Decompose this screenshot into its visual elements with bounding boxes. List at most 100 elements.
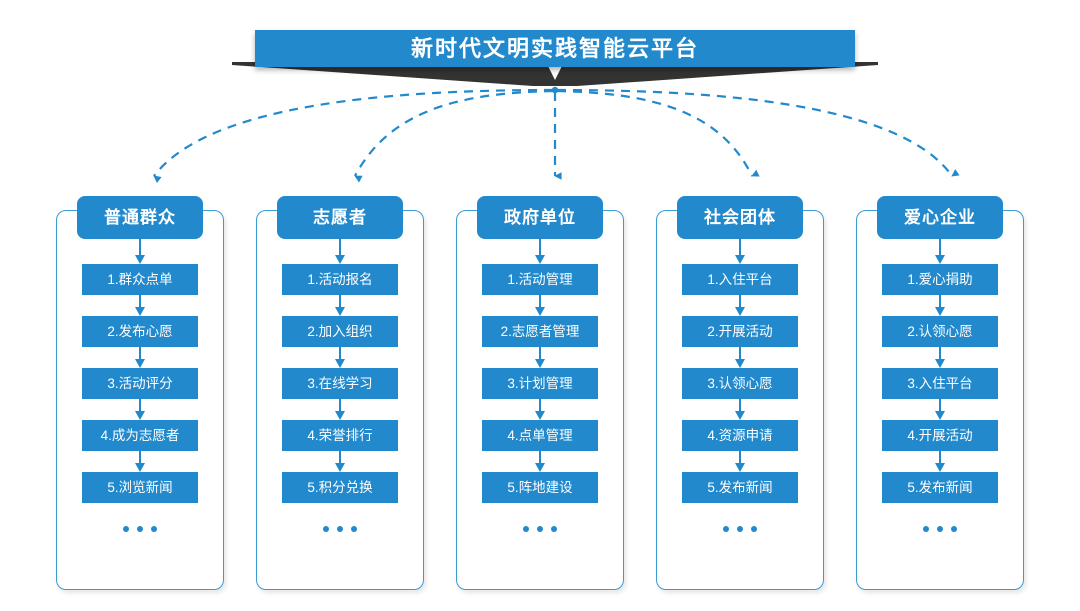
arrow-down-icon xyxy=(935,399,945,420)
step-item-label: 3.入住平台 xyxy=(907,375,973,391)
column-政府单位: 政府单位 1.活动管理 2.志愿者管理 3.计划管理 4.点单管理 xyxy=(456,196,624,590)
connector-to-column-4 xyxy=(556,89,760,177)
arrow-down-icon xyxy=(535,239,545,264)
connector-to-column-2 xyxy=(354,89,554,183)
more-items-ellipsis xyxy=(123,526,157,532)
arrow-down-icon xyxy=(535,295,545,316)
step-item-label: 1.入住平台 xyxy=(707,271,773,287)
arrow-down-icon xyxy=(935,451,945,472)
more-items-ellipsis xyxy=(523,526,557,532)
arrow-down-icon xyxy=(335,399,345,420)
arrow-down-icon xyxy=(535,451,545,472)
step-item[interactable]: 3.认领心愿 xyxy=(682,368,798,399)
page-title: 新时代文明实践智能云平台 xyxy=(410,35,699,61)
step-item[interactable]: 4.资源申请 xyxy=(682,420,798,451)
step-item-label: 5.发布新闻 xyxy=(707,479,773,495)
column-header-1[interactable]: 普通群众 xyxy=(77,196,203,239)
column-爱心企业: 爱心企业 1.爱心捐助 2.认领心愿 3.入住平台 4.开展活动 xyxy=(856,196,1024,590)
arrow-down-icon xyxy=(335,347,345,368)
step-item[interactable]: 1.活动报名 xyxy=(282,264,398,295)
step-item[interactable]: 2.发布心愿 xyxy=(82,316,198,347)
column-header-label: 普通群众 xyxy=(104,208,176,227)
arrow-down-icon xyxy=(735,451,745,472)
step-item-label: 1.群众点单 xyxy=(107,271,173,287)
step-item[interactable]: 4.成为志愿者 xyxy=(82,420,198,451)
step-item-label: 4.开展活动 xyxy=(907,427,973,443)
step-item-label: 5.阵地建设 xyxy=(507,479,573,495)
step-item-label: 2.加入组织 xyxy=(307,323,373,339)
more-items-ellipsis xyxy=(923,526,957,532)
step-item[interactable]: 1.入住平台 xyxy=(682,264,798,295)
arrow-down-icon xyxy=(935,295,945,316)
step-item[interactable]: 3.在线学习 xyxy=(282,368,398,399)
column-body: 1.入住平台 2.开展活动 3.认领心愿 4.资源申请 5.发布新闻 xyxy=(656,239,824,532)
more-items-ellipsis xyxy=(323,526,357,532)
step-item[interactable]: 4.点单管理 xyxy=(482,420,598,451)
arrow-down-icon xyxy=(135,451,145,472)
arrow-down-icon xyxy=(335,239,345,264)
arrow-down-icon xyxy=(735,295,745,316)
step-item-label: 2.志愿者管理 xyxy=(500,323,580,339)
arrow-down-icon xyxy=(535,347,545,368)
step-item-label: 2.开展活动 xyxy=(707,323,773,339)
step-item-label: 2.发布心愿 xyxy=(107,323,173,339)
column-header-label: 志愿者 xyxy=(313,208,367,227)
platform-title-bar: 新时代文明实践智能云平台 xyxy=(255,30,855,67)
column-header-3[interactable]: 政府单位 xyxy=(477,196,603,239)
step-item[interactable]: 5.发布新闻 xyxy=(682,472,798,503)
step-item[interactable]: 5.阵地建设 xyxy=(482,472,598,503)
column-header-label: 政府单位 xyxy=(504,208,576,227)
arrow-down-icon xyxy=(335,451,345,472)
step-item[interactable]: 3.入住平台 xyxy=(882,368,998,399)
arrow-down-icon xyxy=(135,239,145,264)
arrow-down-icon xyxy=(135,347,145,368)
banner-notch-arrow-icon xyxy=(548,66,562,80)
step-item-label: 5.积分兑换 xyxy=(307,479,373,495)
column-body: 1.群众点单 2.发布心愿 3.活动评分 4.成为志愿者 5.浏览新闻 xyxy=(56,239,224,532)
connector-to-column-1 xyxy=(153,88,554,184)
step-item-label: 3.活动评分 xyxy=(107,375,173,391)
more-items-ellipsis xyxy=(723,526,757,532)
column-header-4[interactable]: 社会团体 xyxy=(677,196,803,239)
arrow-down-icon xyxy=(935,347,945,368)
step-item[interactable]: 1.爱心捐助 xyxy=(882,264,998,295)
connector-to-column-5 xyxy=(556,88,960,177)
step-item[interactable]: 2.开展活动 xyxy=(682,316,798,347)
arrow-down-icon xyxy=(335,295,345,316)
step-item[interactable]: 5.积分兑换 xyxy=(282,472,398,503)
arrow-down-icon xyxy=(735,347,745,368)
arrow-down-icon xyxy=(535,399,545,420)
step-item-label: 3.计划管理 xyxy=(507,375,573,391)
column-body: 1.活动报名 2.加入组织 3.在线学习 4.荣誉排行 5.积分兑换 xyxy=(256,239,424,532)
step-item-label: 3.认领心愿 xyxy=(707,375,773,391)
arrow-down-icon xyxy=(735,239,745,264)
step-item-label: 1.爱心捐助 xyxy=(907,271,973,287)
column-header-2[interactable]: 志愿者 xyxy=(277,196,403,239)
step-item[interactable]: 2.认领心愿 xyxy=(882,316,998,347)
step-item[interactable]: 1.群众点单 xyxy=(82,264,198,295)
step-item[interactable]: 1.活动管理 xyxy=(482,264,598,295)
column-body: 1.活动管理 2.志愿者管理 3.计划管理 4.点单管理 5.阵地建设 xyxy=(456,239,624,532)
step-item[interactable]: 5.浏览新闻 xyxy=(82,472,198,503)
column-body: 1.爱心捐助 2.认领心愿 3.入住平台 4.开展活动 5.发布新闻 xyxy=(856,239,1024,532)
step-item[interactable]: 4.荣誉排行 xyxy=(282,420,398,451)
connector-arrows-group xyxy=(153,86,960,184)
title-banner: 新时代文明实践智能云平台 xyxy=(0,0,1080,95)
step-item[interactable]: 3.活动评分 xyxy=(82,368,198,399)
step-item[interactable]: 3.计划管理 xyxy=(482,368,598,399)
step-item-label: 5.浏览新闻 xyxy=(107,479,173,495)
step-item[interactable]: 4.开展活动 xyxy=(882,420,998,451)
step-item[interactable]: 2.志愿者管理 xyxy=(482,316,598,347)
step-item[interactable]: 2.加入组织 xyxy=(282,316,398,347)
step-item[interactable]: 5.发布新闻 xyxy=(882,472,998,503)
step-item-label: 1.活动管理 xyxy=(507,271,573,287)
step-item-label: 1.活动报名 xyxy=(307,271,373,287)
step-item-label: 4.成为志愿者 xyxy=(100,427,180,443)
column-header-5[interactable]: 爱心企业 xyxy=(877,196,1003,239)
arrow-down-icon xyxy=(135,399,145,420)
column-志愿者: 志愿者 1.活动报名 2.加入组织 3.在线学习 4.荣誉排行 xyxy=(256,196,424,590)
role-columns: 普通群众 1.群众点单 2.发布心愿 3.活动评分 4.成为志愿者 xyxy=(0,196,1080,596)
column-header-label: 爱心企业 xyxy=(904,208,976,227)
step-item-label: 3.在线学习 xyxy=(307,375,373,391)
